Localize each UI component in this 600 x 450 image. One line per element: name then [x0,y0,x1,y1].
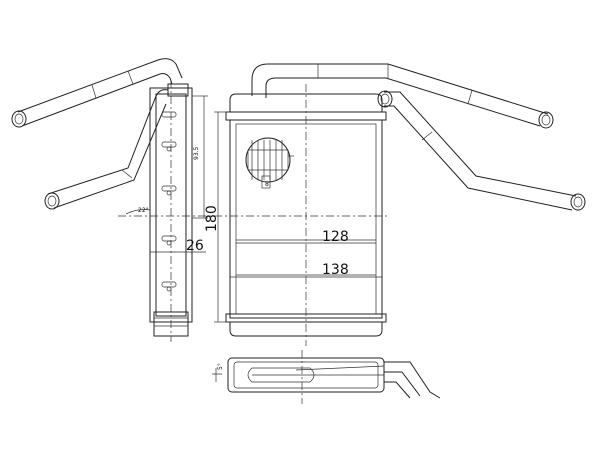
front-second-pipe [377,90,586,211]
side-upper-pipe [11,58,183,128]
front-second-pipe-end [377,90,393,108]
front-second-pipe-tip [570,193,586,211]
side-tank [149,80,193,342]
side-view: 22° 93.5 26 [11,58,208,342]
bottom-angle-label: 5° [217,363,224,370]
side-upper-pipe-end [11,110,27,128]
overall-width-label: 138 [322,262,349,278]
side-lower-pipe-end [44,192,60,210]
side-angle-arc [125,209,151,215]
bottom-angle-mark [212,368,222,382]
pipe-angle-label: 22° [138,207,149,214]
fin-detail: 8 [245,137,294,189]
front-top-pipe-end [538,111,554,129]
top-view: 5° [212,350,441,404]
side-slots [161,111,177,292]
core-width-label: 128 [322,229,349,245]
fin-marker-label: 8 [265,181,269,188]
depth-label: 26 [186,238,204,254]
height-label: 180 [204,205,220,232]
front-top-pipe [251,63,554,129]
top-view-slot [247,367,315,383]
side-length-label: 93.5 [193,146,200,160]
front-view: 8 180 128 138 [118,63,586,346]
